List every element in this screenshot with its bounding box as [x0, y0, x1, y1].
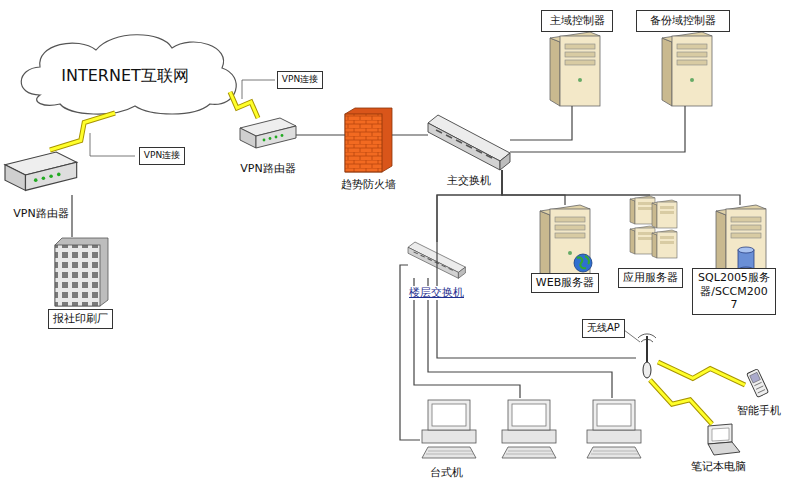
router-node: VPN路由器 — [5, 150, 77, 195]
server-node: SQL2005服务器/SCCM2007 — [693, 205, 775, 315]
label-box: 无线AP — [582, 319, 625, 338]
device-label: VPN路由器 — [11, 207, 70, 221]
network-cable — [437, 170, 502, 242]
network-cable — [72, 195, 73, 237]
cloud-node: INTERNET互联网 — [20, 38, 230, 113]
device-label: 趋势防火墙 — [339, 178, 398, 192]
label-box: 应用服务器 — [618, 268, 683, 288]
firewall-node: 趋势防火墙 — [345, 108, 392, 172]
wireless-link — [658, 362, 745, 385]
label-box: VPN连接 — [139, 147, 185, 164]
server-node: 应用服务器 — [617, 195, 683, 288]
network-cable — [392, 135, 428, 136]
device-label: 台式机 — [428, 466, 465, 480]
label-box: 备份域控制器 — [636, 10, 730, 32]
wireless-link — [650, 380, 712, 424]
device-label: 楼层交换机 — [407, 286, 466, 300]
device-label: 智能手机 — [735, 404, 783, 418]
network-cable — [510, 106, 572, 140]
router-node: VPN路由器 — [240, 118, 296, 150]
server-node: 备份域控制器 — [636, 10, 730, 106]
network-cable — [510, 106, 685, 152]
callout-box: VPN连接 — [276, 72, 324, 88]
device-label: 笔记本电脑 — [689, 460, 748, 474]
desktop-group: 台式机 — [420, 398, 652, 463]
building-node: 报社印刷厂 — [50, 237, 110, 329]
network-cable — [296, 135, 345, 136]
wireless-link — [230, 92, 258, 118]
label-box: 主域控制器 — [541, 10, 613, 32]
network-cable — [400, 265, 612, 440]
phone-node: 智能手机 — [745, 370, 773, 398]
network-cable — [502, 170, 565, 205]
network-cable — [502, 170, 740, 205]
server-node: WEB服务器 — [530, 205, 600, 293]
device-label: INTERNET互联网 — [59, 66, 191, 86]
label-box: WEB服务器 — [531, 273, 599, 293]
label-box: 报社印刷厂 — [48, 309, 113, 329]
wireless-link — [50, 113, 115, 150]
switch-node: 主交换机 — [428, 115, 510, 170]
server-node: 主域控制器 — [541, 10, 613, 106]
device-label: 主交换机 — [445, 174, 493, 188]
device-label: VPN路由器 — [238, 162, 297, 176]
laptop-node: 笔记本电脑 — [698, 424, 738, 456]
switch-node: 楼层交换机 — [408, 242, 465, 278]
network-cable — [437, 170, 636, 358]
network-cable — [502, 170, 650, 195]
label-box: VPN连接 — [277, 71, 323, 88]
access-point-node: 无线AP — [636, 330, 658, 380]
callout-box: VPN连接 — [136, 148, 188, 164]
label-box: SQL2005服务器/SCCM2007 — [692, 268, 776, 315]
